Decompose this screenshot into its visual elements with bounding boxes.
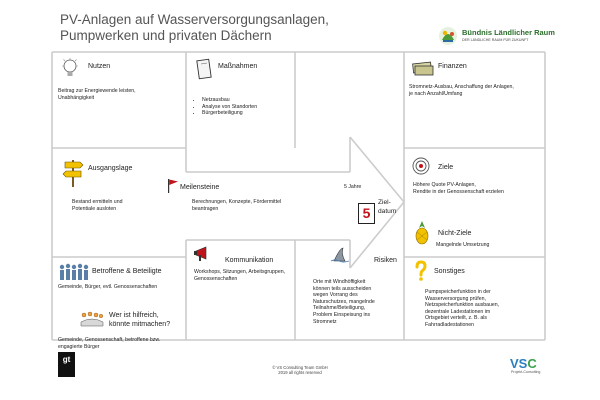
nutzen-text-line: Beitrag zur Energiewende leisten, bbox=[58, 88, 136, 95]
question-mark-icon bbox=[414, 260, 428, 282]
ausgangslage-title: Ausgangslage bbox=[88, 165, 132, 172]
meilensteine-text-line: beantragen bbox=[192, 206, 281, 213]
finanzen-title: Finanzen bbox=[438, 63, 467, 70]
meilensteine-text: Berechnungen, Konzepte, Fördermittel bea… bbox=[192, 199, 281, 212]
kommunikation-text: Workshops, Sitzungen, Arbeitsgruppen, Ge… bbox=[194, 269, 285, 282]
meilensteine-text-line: Berechnungen, Konzepte, Fördermittel bbox=[192, 199, 281, 206]
notebook-icon bbox=[196, 58, 212, 80]
risiken-title: Risiken bbox=[374, 257, 397, 264]
sonstiges-text-line: Wasserversorgung prüfen, bbox=[425, 296, 499, 303]
hilfreich-text-line: engagierte Bürger bbox=[58, 344, 160, 351]
zieldatum-label-line: Ziel- bbox=[378, 199, 396, 208]
sonstiges-title: Sonstiges bbox=[434, 268, 465, 275]
massnahmen-title: Maßnahmen bbox=[218, 63, 257, 70]
copyright-line: 2019 all rights reserved bbox=[250, 370, 350, 375]
lightbulb-icon bbox=[61, 58, 79, 80]
risiken-text-line: Teilnahme/Beteiligung, bbox=[313, 305, 375, 312]
massnahmen-list: Netzausbau Analyse von Standorten Bürger… bbox=[194, 97, 257, 117]
hilfreich-text-line: Gemeinde, Genossenschaft, betroffene bzw… bbox=[58, 337, 160, 344]
nicht-ziele-title: Nicht-Ziele bbox=[438, 230, 471, 237]
sonstiges-text: Pumpspeicherfunktion in der Wasserversor… bbox=[425, 289, 499, 329]
massnahmen-item: Netzausbau bbox=[202, 97, 257, 104]
helpers-icon bbox=[80, 310, 104, 330]
nicht-ziele-text: Mangelnde Umsetzung bbox=[436, 242, 489, 249]
vsc-logo-accent: C bbox=[527, 356, 536, 371]
megaphone-icon bbox=[193, 245, 215, 263]
hilfreich-text: Gemeinde, Genossenschaft, betroffene bzw… bbox=[58, 337, 160, 350]
finanzen-text: Stromnetz-Ausbau, Anschaffung der Anlage… bbox=[409, 84, 514, 97]
pineapple-icon bbox=[413, 220, 431, 246]
sonstiges-text-line: Fahrradladestationen bbox=[425, 322, 499, 329]
gt-logo: gt bbox=[58, 352, 75, 377]
page-title-line-2: Pumpwerken und privaten Dächern bbox=[60, 28, 329, 44]
sonstiges-text-line: Ortsgebiet verteilt, z. B. als bbox=[425, 315, 499, 322]
ziele-text: Höhere Quote PV-Anlagen, Rendite in der … bbox=[413, 182, 504, 195]
copyright: © VS Consulting Team GmbH 2019 all right… bbox=[250, 365, 350, 375]
sonstiges-text-line: dezentrale Ladestationen im bbox=[425, 309, 499, 316]
betroffene-text: Gemeinde, Bürger, evtl. Genossenschaften bbox=[58, 284, 157, 291]
nutzen-title: Nutzen bbox=[88, 63, 110, 70]
kommunikation-text-line: Genossenschaften bbox=[194, 276, 285, 283]
ausgangslage-text-line: Bestand ermitteln und bbox=[72, 199, 122, 206]
zieldatum-years: 5 Jahre bbox=[344, 184, 361, 191]
vsc-logo-sub: Projekt-Consulting bbox=[511, 370, 540, 374]
risiken-text-line: Orte mit Windhöffigkeit bbox=[313, 279, 375, 286]
logo-name: Bündnis Ländlicher Raum bbox=[462, 28, 555, 37]
finanzen-text-line: je nach Anzahl/Umfang bbox=[409, 91, 514, 98]
risiken-text-line: wegen Vorrang des bbox=[313, 292, 375, 299]
buendnis-logo-icon bbox=[437, 25, 459, 47]
kommunikation-text-line: Workshops, Sitzungen, Arbeitsgruppen, bbox=[194, 269, 285, 276]
vsc-logo-main: VS bbox=[510, 356, 527, 371]
sonstiges-text-line: Netzspeicherfunktion ausbauen, bbox=[425, 302, 499, 309]
money-icon bbox=[411, 59, 435, 77]
signpost-icon bbox=[62, 158, 84, 188]
ziele-title: Ziele bbox=[438, 164, 453, 171]
sonstiges-text-line: Pumpspeicherfunktion in der bbox=[425, 289, 499, 296]
kommunikation-title: Kommunikation bbox=[225, 257, 273, 264]
flag-icon bbox=[166, 178, 180, 194]
ziele-text-line: Rendite in der Genossenschaft erzielen bbox=[413, 189, 504, 196]
meilensteine-title: Meilensteine bbox=[180, 184, 219, 191]
ziele-text-line: Höhere Quote PV-Anlagen, bbox=[413, 182, 504, 189]
nutzen-text: Beitrag zur Energiewende leisten, Unabhä… bbox=[58, 88, 136, 101]
shark-fin-icon bbox=[330, 246, 350, 264]
hilfreich-title: Wer ist hilfreich, könnte mitmachen? bbox=[109, 311, 170, 329]
hilfreich-title-line: könnte mitmachen? bbox=[109, 320, 170, 329]
betroffene-title: Betroffene & Beteiligte bbox=[92, 268, 162, 275]
hilfreich-title-line: Wer ist hilfreich, bbox=[109, 311, 170, 320]
risiken-text: Orte mit Windhöffigkeit können teils aus… bbox=[313, 279, 375, 325]
target-icon bbox=[411, 156, 431, 176]
nutzen-text-line: Unabhängigkeit bbox=[58, 95, 136, 102]
logo-tagline: DER LÄNDLICHE RAUM FÜR ZUKUNFT bbox=[462, 38, 529, 42]
zieldatum-label-line: datum bbox=[378, 208, 396, 217]
ausgangslage-text-line: Potentiale ausloten bbox=[72, 206, 122, 213]
people-icon bbox=[58, 262, 90, 282]
risiken-text-line: können teils ausscheiden bbox=[313, 286, 375, 293]
risiken-text-line: Problem Einspeisung ins bbox=[313, 312, 375, 319]
page-title: PV-Anlagen auf Wasserversorgungsanlagen,… bbox=[60, 12, 329, 44]
vsc-logo: VSC bbox=[510, 356, 537, 371]
risiken-text-line: Stromnetz bbox=[313, 319, 375, 326]
risiken-text-line: Naturschutzes, mangelnde bbox=[313, 299, 375, 306]
massnahmen-item: Bürgerbeteiligung bbox=[202, 110, 257, 117]
zieldatum-number: 5 bbox=[358, 205, 375, 221]
page-title-line-1: PV-Anlagen auf Wasserversorgungsanlagen, bbox=[60, 12, 329, 28]
massnahmen-item: Analyse von Standorten bbox=[202, 104, 257, 111]
finanzen-text-line: Stromnetz-Ausbau, Anschaffung der Anlage… bbox=[409, 84, 514, 91]
ausgangslage-text: Bestand ermitteln und Potentiale auslote… bbox=[72, 199, 122, 212]
zieldatum-label: Ziel- datum bbox=[378, 199, 396, 216]
